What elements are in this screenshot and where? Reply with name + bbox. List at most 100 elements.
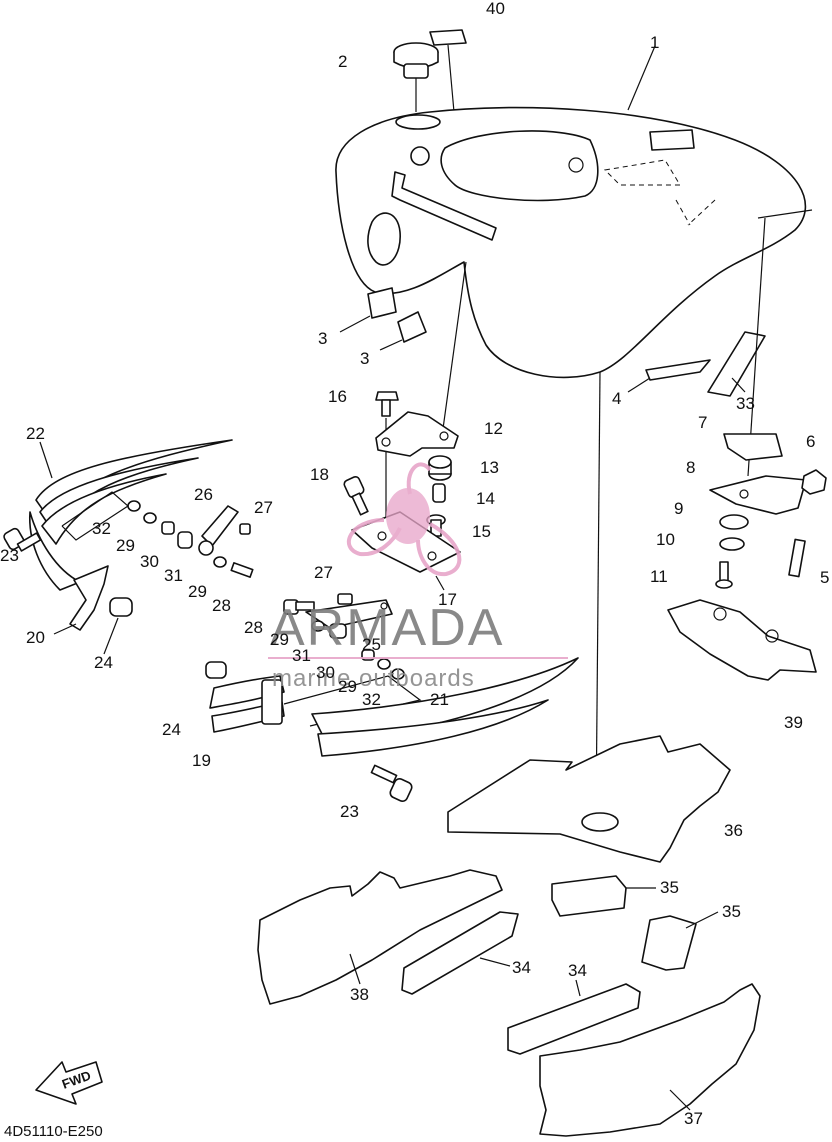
- callout-27: 27: [314, 563, 333, 582]
- part-21-damper-strips: [311, 657, 579, 757]
- callout-27: 27: [254, 498, 273, 517]
- callout-34: 34: [512, 958, 531, 977]
- part-26-clip: [198, 505, 239, 556]
- part-5-stud-bolt: [788, 538, 806, 578]
- fwd-arrow-icon: FWD: [35, 1061, 103, 1105]
- callout-8: 8: [686, 458, 695, 477]
- part-8-bracket: [709, 475, 807, 515]
- callout-33: 33: [736, 394, 755, 413]
- callout-10: 10: [656, 530, 675, 549]
- part-27-screw-middle: [337, 593, 353, 605]
- part-39-bracket: [667, 599, 817, 681]
- part-24-collar-left: [103, 597, 133, 655]
- part-13-grommet: [428, 455, 452, 481]
- callout-7: 7: [698, 413, 707, 432]
- part-35-pad-a: [551, 875, 656, 917]
- part-19-bracket: [209, 675, 285, 733]
- part-group-washers-left: [61, 491, 193, 549]
- callout-29: 29: [116, 536, 135, 555]
- callout-40: 40: [486, 0, 505, 18]
- part-6-nut: [801, 469, 827, 495]
- part-9-washer: [719, 514, 749, 530]
- callout-15: 15: [472, 522, 491, 541]
- callout-35: 35: [722, 902, 741, 921]
- part-34-pad-a: [401, 911, 519, 995]
- callout-13: 13: [480, 458, 499, 477]
- part-29-28-left-lower: [213, 556, 254, 578]
- part-27-screw-left: [239, 523, 251, 535]
- part-23-bolt-left: [3, 527, 42, 552]
- part-22-damper-strips: [29, 439, 233, 591]
- part-38-cover: [257, 869, 503, 1005]
- part-12-bracket: [375, 411, 459, 457]
- callout-37: 37: [684, 1109, 703, 1128]
- callout-29: 29: [188, 582, 207, 601]
- callout-20: 20: [26, 628, 45, 647]
- watermark-tagline: marine outboards: [272, 665, 475, 692]
- ref-line-tank-to-bracket-right: [747, 217, 766, 477]
- callout-30: 30: [140, 552, 159, 571]
- ref-line-tank-to-mat: [595, 371, 601, 821]
- callout-3: 3: [360, 349, 369, 368]
- callout-30: 30: [316, 663, 335, 682]
- part-7-rubber-pad: [723, 433, 783, 461]
- armada-watermark: ARMADA marine outboards: [268, 462, 568, 692]
- part-24-collar-middle: [205, 661, 227, 679]
- part-3-pad-b: [379, 311, 427, 351]
- propeller-logo-icon: [347, 462, 462, 577]
- part-28-screw-middle: [283, 599, 315, 615]
- callout-28: 28: [212, 596, 231, 615]
- callout-12: 12: [484, 419, 503, 438]
- callout-31: 31: [292, 646, 311, 665]
- part-23-bolt-middle: [370, 764, 413, 803]
- ref-line-tank-to-bracket: [441, 261, 467, 437]
- callout-34: 34: [568, 961, 587, 980]
- part-34-pad-b: [507, 979, 641, 1055]
- callout-36: 36: [724, 821, 743, 840]
- part-2-fuel-cap: [393, 42, 439, 112]
- callout-23: 23: [340, 802, 359, 821]
- ref-line-tank-right: [757, 209, 813, 219]
- part-35-pad-b: [641, 911, 719, 971]
- callout-31: 31: [164, 566, 183, 585]
- callout-28: 28: [244, 618, 263, 637]
- callout-14: 14: [476, 489, 495, 508]
- callout-5: 5: [820, 568, 829, 587]
- diagram-code: 4D51110-E250: [4, 1123, 103, 1140]
- callout-1: 1: [650, 33, 659, 52]
- callout-39: 39: [784, 713, 803, 732]
- part-40-label: [429, 29, 467, 113]
- callout-32: 32: [92, 519, 111, 538]
- part-11-bolt: [715, 561, 733, 589]
- part-3-pad-a: [339, 287, 397, 333]
- callout-17: 17: [438, 590, 457, 609]
- part-20-bracket: [53, 565, 109, 635]
- part-36-mat: [447, 735, 731, 863]
- part-37-cover: [539, 983, 761, 1137]
- callout-38: 38: [350, 985, 369, 1004]
- callout-4: 4: [612, 389, 621, 408]
- callout-29: 29: [270, 630, 289, 649]
- callout-21: 21: [430, 690, 449, 709]
- callout-25: 25: [362, 635, 381, 654]
- callout-11: 11: [650, 567, 668, 586]
- callout-18: 18: [310, 465, 329, 484]
- part-1-fuel-tank: [335, 45, 807, 379]
- callout-19: 19: [192, 751, 211, 770]
- callout-22: 22: [26, 424, 45, 443]
- callout-3: 3: [318, 329, 327, 348]
- callout-26: 26: [194, 485, 213, 504]
- part-4-label: [627, 359, 711, 393]
- part-33-label: [707, 331, 766, 397]
- part-14-collar: [432, 483, 446, 503]
- callout-9: 9: [674, 499, 683, 518]
- callout-24: 24: [94, 653, 113, 672]
- watermark-brand: ARMADA: [270, 599, 504, 657]
- callout-32: 32: [362, 690, 381, 709]
- callout-2: 2: [338, 52, 347, 71]
- part-10-washer: [719, 537, 745, 551]
- callout-35: 35: [660, 878, 679, 897]
- callout-23: 23: [0, 546, 19, 565]
